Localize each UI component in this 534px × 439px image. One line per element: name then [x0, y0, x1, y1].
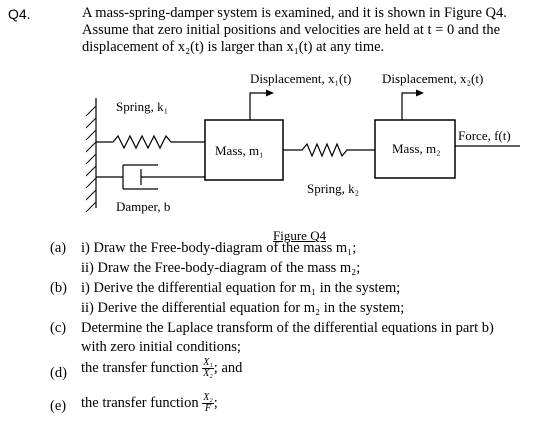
mass-m2-block	[374, 119, 456, 179]
statement-line-2: Assume that zero initial positions and v…	[82, 22, 501, 38]
part-b-i-text: i) Derive the differential equation for …	[81, 280, 401, 296]
x1-arrowhead	[266, 89, 274, 97]
x1-arrow	[249, 92, 268, 120]
spring-k2	[283, 142, 375, 158]
spring-k1	[96, 134, 205, 150]
spring-k2-label: Spring, k₂	[307, 181, 360, 196]
part-a-ii-text: ii) Draw the Free-body-diagram of the ma…	[81, 260, 361, 276]
part-a-marker: (a)	[50, 240, 67, 256]
part-e-label: the transfer function	[81, 394, 199, 411]
fraction-denominator: X₂	[203, 368, 213, 379]
part-d-label: the transfer function	[81, 359, 199, 376]
mass-m2-label: Mass, m₂	[392, 141, 441, 156]
displacement-x2-label: Displacement, x₂(t)	[382, 71, 484, 86]
transfer-function-x2-over-f: X₂ F	[202, 393, 214, 414]
force-label: Force, f(t)	[458, 128, 511, 143]
question-statement: A mass-spring-damper system is examined,…	[82, 5, 507, 56]
damper-b-label: Damper, b	[116, 199, 171, 214]
transfer-function-x1-over-x2: X₁ X₂	[202, 358, 214, 379]
fraction-numerator: X₂	[202, 392, 214, 404]
question-number: Q4.	[8, 6, 31, 22]
part-e-text: the transfer function X₂ F ;	[81, 393, 218, 414]
damper-b	[96, 164, 205, 190]
part-d-marker: (d)	[50, 365, 67, 381]
part-a-i-text: i) Draw the Free-body-diagram of the mas…	[81, 240, 357, 256]
part-e-suffix: ;	[213, 394, 218, 411]
part-d-suffix: ; and	[213, 359, 243, 376]
wall-hatching	[85, 105, 97, 213]
figure-caption: Figure Q4	[273, 228, 327, 243]
x2-arrowhead	[416, 89, 424, 97]
x2-arrow	[401, 92, 418, 120]
part-c-line-2: with zero initial conditions;	[81, 339, 241, 355]
part-c-marker: (c)	[50, 320, 67, 336]
part-b-marker: (b)	[50, 280, 67, 296]
fraction-denominator: F	[204, 403, 212, 414]
part-d-text: the transfer function X₁ X₂ ; and	[81, 358, 242, 379]
fraction-numerator: X₁	[202, 357, 214, 369]
statement-line-3: displacement of x₂(t) is larger than x₁(…	[82, 39, 385, 55]
part-e-marker: (e)	[50, 398, 67, 414]
part-b-ii-text: ii) Derive the differential equation for…	[81, 300, 405, 316]
spring-k1-label: Spring, k₁	[116, 99, 169, 114]
part-c-line-1: Determine the Laplace transform of the d…	[81, 320, 494, 336]
mass-m1-label: Mass, m₁	[215, 143, 264, 158]
displacement-x1-label: Displacement, x₁(t)	[250, 71, 352, 86]
statement-line-1: A mass-spring-damper system is examined,…	[82, 5, 507, 21]
